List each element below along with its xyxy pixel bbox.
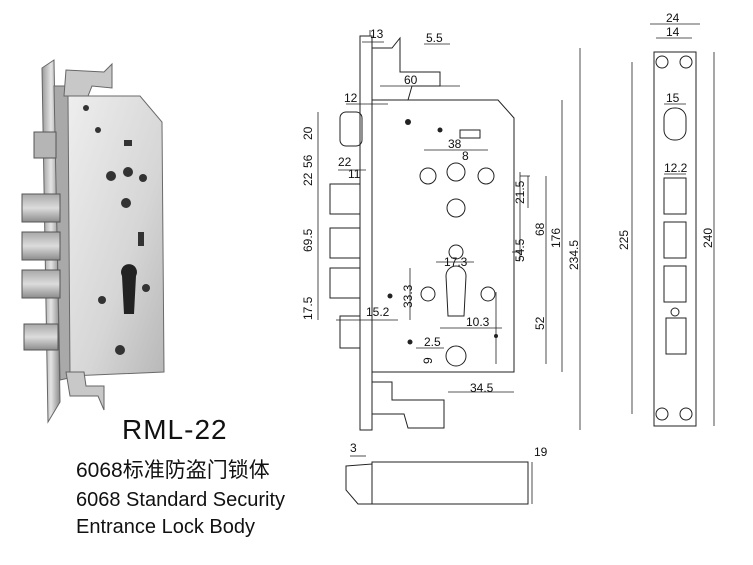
dim-3: 3 [350, 441, 357, 455]
dim-68: 68 [533, 222, 547, 236]
dim-13: 13 [370, 27, 384, 41]
dim-9: 9 [421, 357, 435, 364]
dim-2-5: 2.5 [424, 335, 441, 349]
bolt-profile [345, 463, 373, 505]
dim-12: 12 [344, 91, 358, 105]
product-name-en-line1: 6068 Standard Security [76, 489, 286, 511]
dim-60: 60 [404, 73, 418, 87]
dim-21-5: 21.5 [513, 180, 527, 204]
lock-case-outline [371, 99, 515, 373]
dim-54-5: 54.5 [513, 238, 527, 262]
dim-34-5: 34.5 [470, 381, 494, 395]
dim-14: 14 [666, 25, 680, 39]
dim-15: 15 [666, 91, 680, 105]
front-plate-outline [359, 35, 373, 431]
dim-22: 22 [338, 155, 352, 169]
dim-19: 19 [534, 445, 548, 459]
dim-17-3: 17.3 [444, 255, 468, 269]
dim-33-3: 33.3 [401, 284, 415, 308]
case-front [67, 95, 165, 377]
dim-5-5: 5.5 [426, 31, 443, 45]
dim-12-2: 12.2 [664, 161, 688, 175]
dim-24: 24 [666, 11, 680, 25]
dim-20: 20 [301, 126, 315, 140]
dim-240: 240 [701, 228, 715, 248]
dim-10-3: 10.3 [466, 315, 490, 329]
dim-56: 56 [301, 154, 315, 168]
product-name-en-line2: Entrance Lock Body [76, 516, 255, 538]
dim-52: 52 [533, 316, 547, 330]
dim-234-5: 234.5 [567, 240, 581, 270]
top-latch-hook [63, 62, 113, 97]
dim-8: 8 [462, 149, 469, 163]
dim-225: 225 [617, 230, 631, 250]
product-name-cn: 6068标准防盗门锁体 [76, 459, 270, 482]
bolts [21, 131, 61, 351]
dim-11: 11 [348, 167, 361, 181]
dim-69-5: 69.5 [301, 228, 315, 252]
face-plate-view [653, 51, 697, 427]
dim-38: 38 [448, 137, 462, 151]
case-holes [83, 105, 150, 355]
dim-15-2: 15.2 [366, 305, 390, 319]
cylinder-hole [120, 264, 137, 314]
dim-22-vert: 22 [301, 172, 315, 186]
dim-17-5: 17.5 [301, 296, 315, 320]
product-model: RML-22 [122, 414, 228, 445]
dim-176: 176 [549, 228, 563, 248]
bottom-latch-hook [65, 371, 105, 411]
